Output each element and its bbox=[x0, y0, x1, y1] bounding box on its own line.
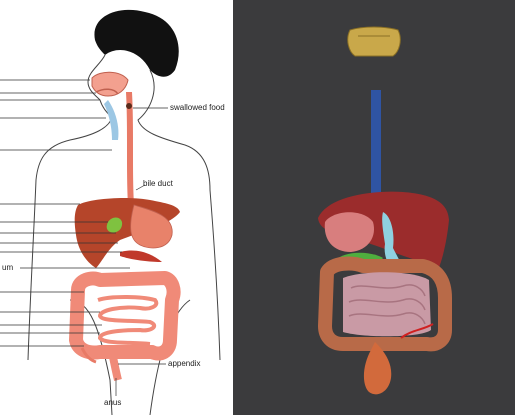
teeth-model bbox=[348, 27, 401, 56]
hair bbox=[94, 10, 178, 77]
pharynx bbox=[104, 100, 118, 140]
um-label: um bbox=[2, 263, 13, 272]
appendix-label: appendix bbox=[168, 359, 200, 368]
esophagus bbox=[126, 92, 134, 205]
digestive-diagram bbox=[0, 0, 233, 415]
diagram-panel: swallowed food bile duct um appendix anu… bbox=[0, 0, 233, 415]
oral-cavity bbox=[92, 72, 128, 96]
swallowed-food-label: swallowed food bbox=[170, 103, 225, 112]
stomach-model bbox=[325, 212, 374, 252]
small-intestine-model bbox=[343, 272, 431, 336]
small-intestine bbox=[98, 297, 156, 344]
3d-viewer[interactable] bbox=[233, 0, 515, 415]
pancreas bbox=[120, 250, 162, 262]
food-bolus bbox=[126, 103, 132, 109]
anus-label: anus bbox=[104, 398, 121, 407]
3d-model-canvas[interactable] bbox=[233, 0, 515, 415]
bile-duct-label: bile duct bbox=[143, 179, 173, 188]
